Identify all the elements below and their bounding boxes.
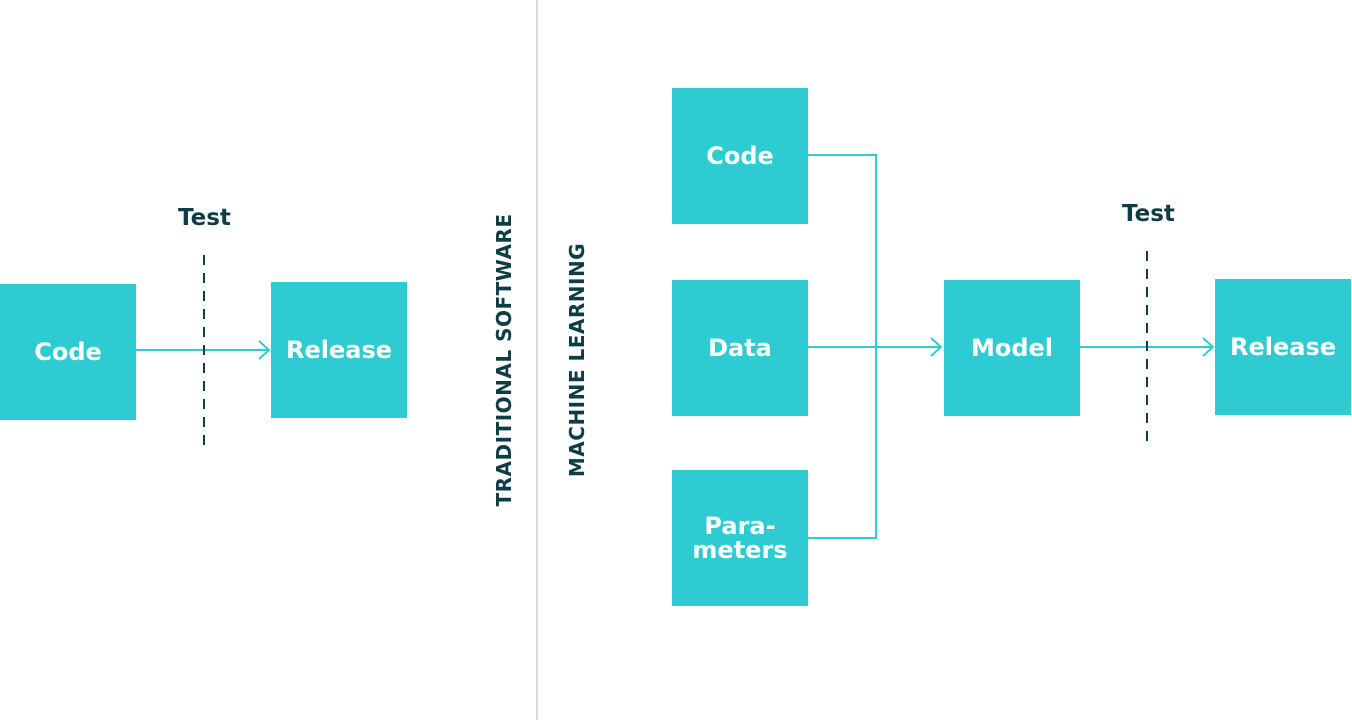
ml-code-label: Code: [706, 142, 774, 170]
ml-test-label: Test: [1122, 201, 1175, 227]
ml-release-arrowhead: [1202, 337, 1215, 357]
traditional-code-label: Code: [34, 338, 102, 366]
traditional-release-label: Release: [285, 336, 393, 364]
ml-model-arrowhead: [930, 337, 943, 357]
ml-data-box: Data: [672, 280, 808, 416]
ml-section-title: MACHINE LEARNING: [565, 242, 589, 478]
ml-parameters-box: Para- meters: [672, 470, 808, 606]
ml-parameters-label: Para- meters: [692, 512, 788, 564]
ml-release-box: Release: [1215, 279, 1351, 415]
ml-code-box: Code: [672, 88, 808, 224]
ml-model-box: Model: [944, 280, 1080, 416]
ml-code-connector: [807, 154, 877, 347]
traditional-arrowhead: [258, 340, 271, 360]
traditional-section-title: TRADITIONAL SOFTWARE: [492, 213, 516, 507]
traditional-test-label: Test: [178, 205, 231, 231]
ml-data-label: Data: [708, 334, 772, 362]
traditional-code-box: Code: [0, 284, 136, 420]
ml-release-label: Release: [1229, 333, 1337, 361]
traditional-release-box: Release: [271, 282, 407, 418]
ml-parameters-connector: [807, 347, 877, 539]
ml-model-label: Model: [970, 334, 1054, 362]
